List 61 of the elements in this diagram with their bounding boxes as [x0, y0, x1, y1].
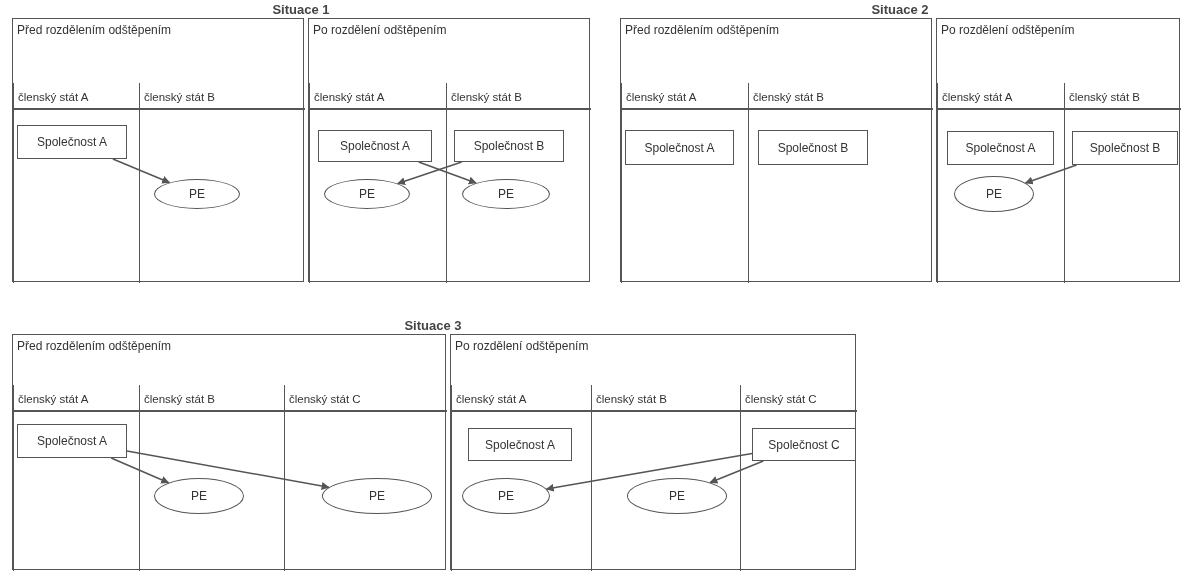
column-header: členský stát B: [144, 393, 215, 405]
company-box: Společnost B: [1072, 131, 1178, 165]
company-box: Společnost A: [468, 428, 572, 461]
column-header: členský stát B: [144, 91, 215, 103]
situation-title: Situace 2: [871, 2, 929, 17]
company-box: Společnost C: [752, 428, 856, 461]
column-header: členský stát B: [753, 91, 824, 103]
section-panel: [936, 18, 1180, 282]
arrow: [417, 161, 477, 185]
arrow: [110, 457, 170, 484]
arrow: [1024, 164, 1078, 185]
situation-title: Situace 3: [404, 318, 462, 333]
company-box: Společnost B: [758, 130, 868, 165]
arrow: [709, 460, 765, 484]
column-header: členský stát A: [942, 91, 1013, 103]
swimlane-column: [748, 83, 933, 283]
section-title: Po rozdělení odštěpením: [455, 339, 589, 353]
company-box: Společnost A: [625, 130, 734, 165]
situation-title: Situace 1: [272, 2, 330, 17]
swimlane-column: [284, 385, 447, 571]
company-box: Společnost A: [17, 125, 127, 159]
company-box: Společnost B: [454, 130, 564, 162]
company-box: Společnost A: [17, 424, 127, 458]
swimlane-column: [1064, 83, 1181, 283]
section-panel: [308, 18, 590, 282]
column-header: členský stát B: [1069, 91, 1140, 103]
swimlane-column: [13, 385, 139, 571]
column-header: členský stát B: [451, 91, 522, 103]
column-header: členský stát B: [596, 393, 667, 405]
column-header: členský stát C: [289, 393, 361, 405]
column-header: členský stát A: [18, 393, 89, 405]
section-title: Před rozdělením odštěpením: [17, 23, 172, 37]
column-header: členský stát C: [745, 393, 817, 405]
swimlane-column: [139, 83, 305, 283]
column-header: členský stát A: [314, 91, 385, 103]
section-title: Po rozdělení odštěpením: [941, 23, 1075, 37]
arrow: [126, 450, 330, 490]
swimlane-column: [13, 83, 139, 283]
swimlane-column: [451, 385, 591, 571]
swimlane-column: [937, 83, 1064, 283]
section-panel: [12, 18, 304, 282]
section-title: Před rozdělením odštěpením: [17, 339, 172, 353]
swimlane-column: [621, 83, 748, 283]
swimlane-column: [446, 83, 591, 283]
section-panel: [620, 18, 932, 282]
section-title: Před rozdělením odštěpením: [625, 23, 780, 37]
swimlane-column: [309, 83, 446, 283]
company-box: Společnost A: [947, 131, 1054, 165]
company-box: Společnost A: [318, 130, 432, 162]
section-panel: [12, 334, 446, 570]
section-panel: [450, 334, 856, 570]
arrow: [397, 161, 463, 186]
swimlane-column: [591, 385, 740, 571]
swimlane-column: [139, 385, 284, 571]
column-header: členský stát A: [456, 393, 527, 405]
column-header: členský stát A: [626, 91, 697, 103]
column-header: členský stát A: [18, 91, 89, 103]
swimlane-column: [740, 385, 857, 571]
section-title: Po rozdělení odštěpením: [313, 23, 447, 37]
arrow: [112, 158, 171, 184]
arrow: [545, 452, 753, 492]
